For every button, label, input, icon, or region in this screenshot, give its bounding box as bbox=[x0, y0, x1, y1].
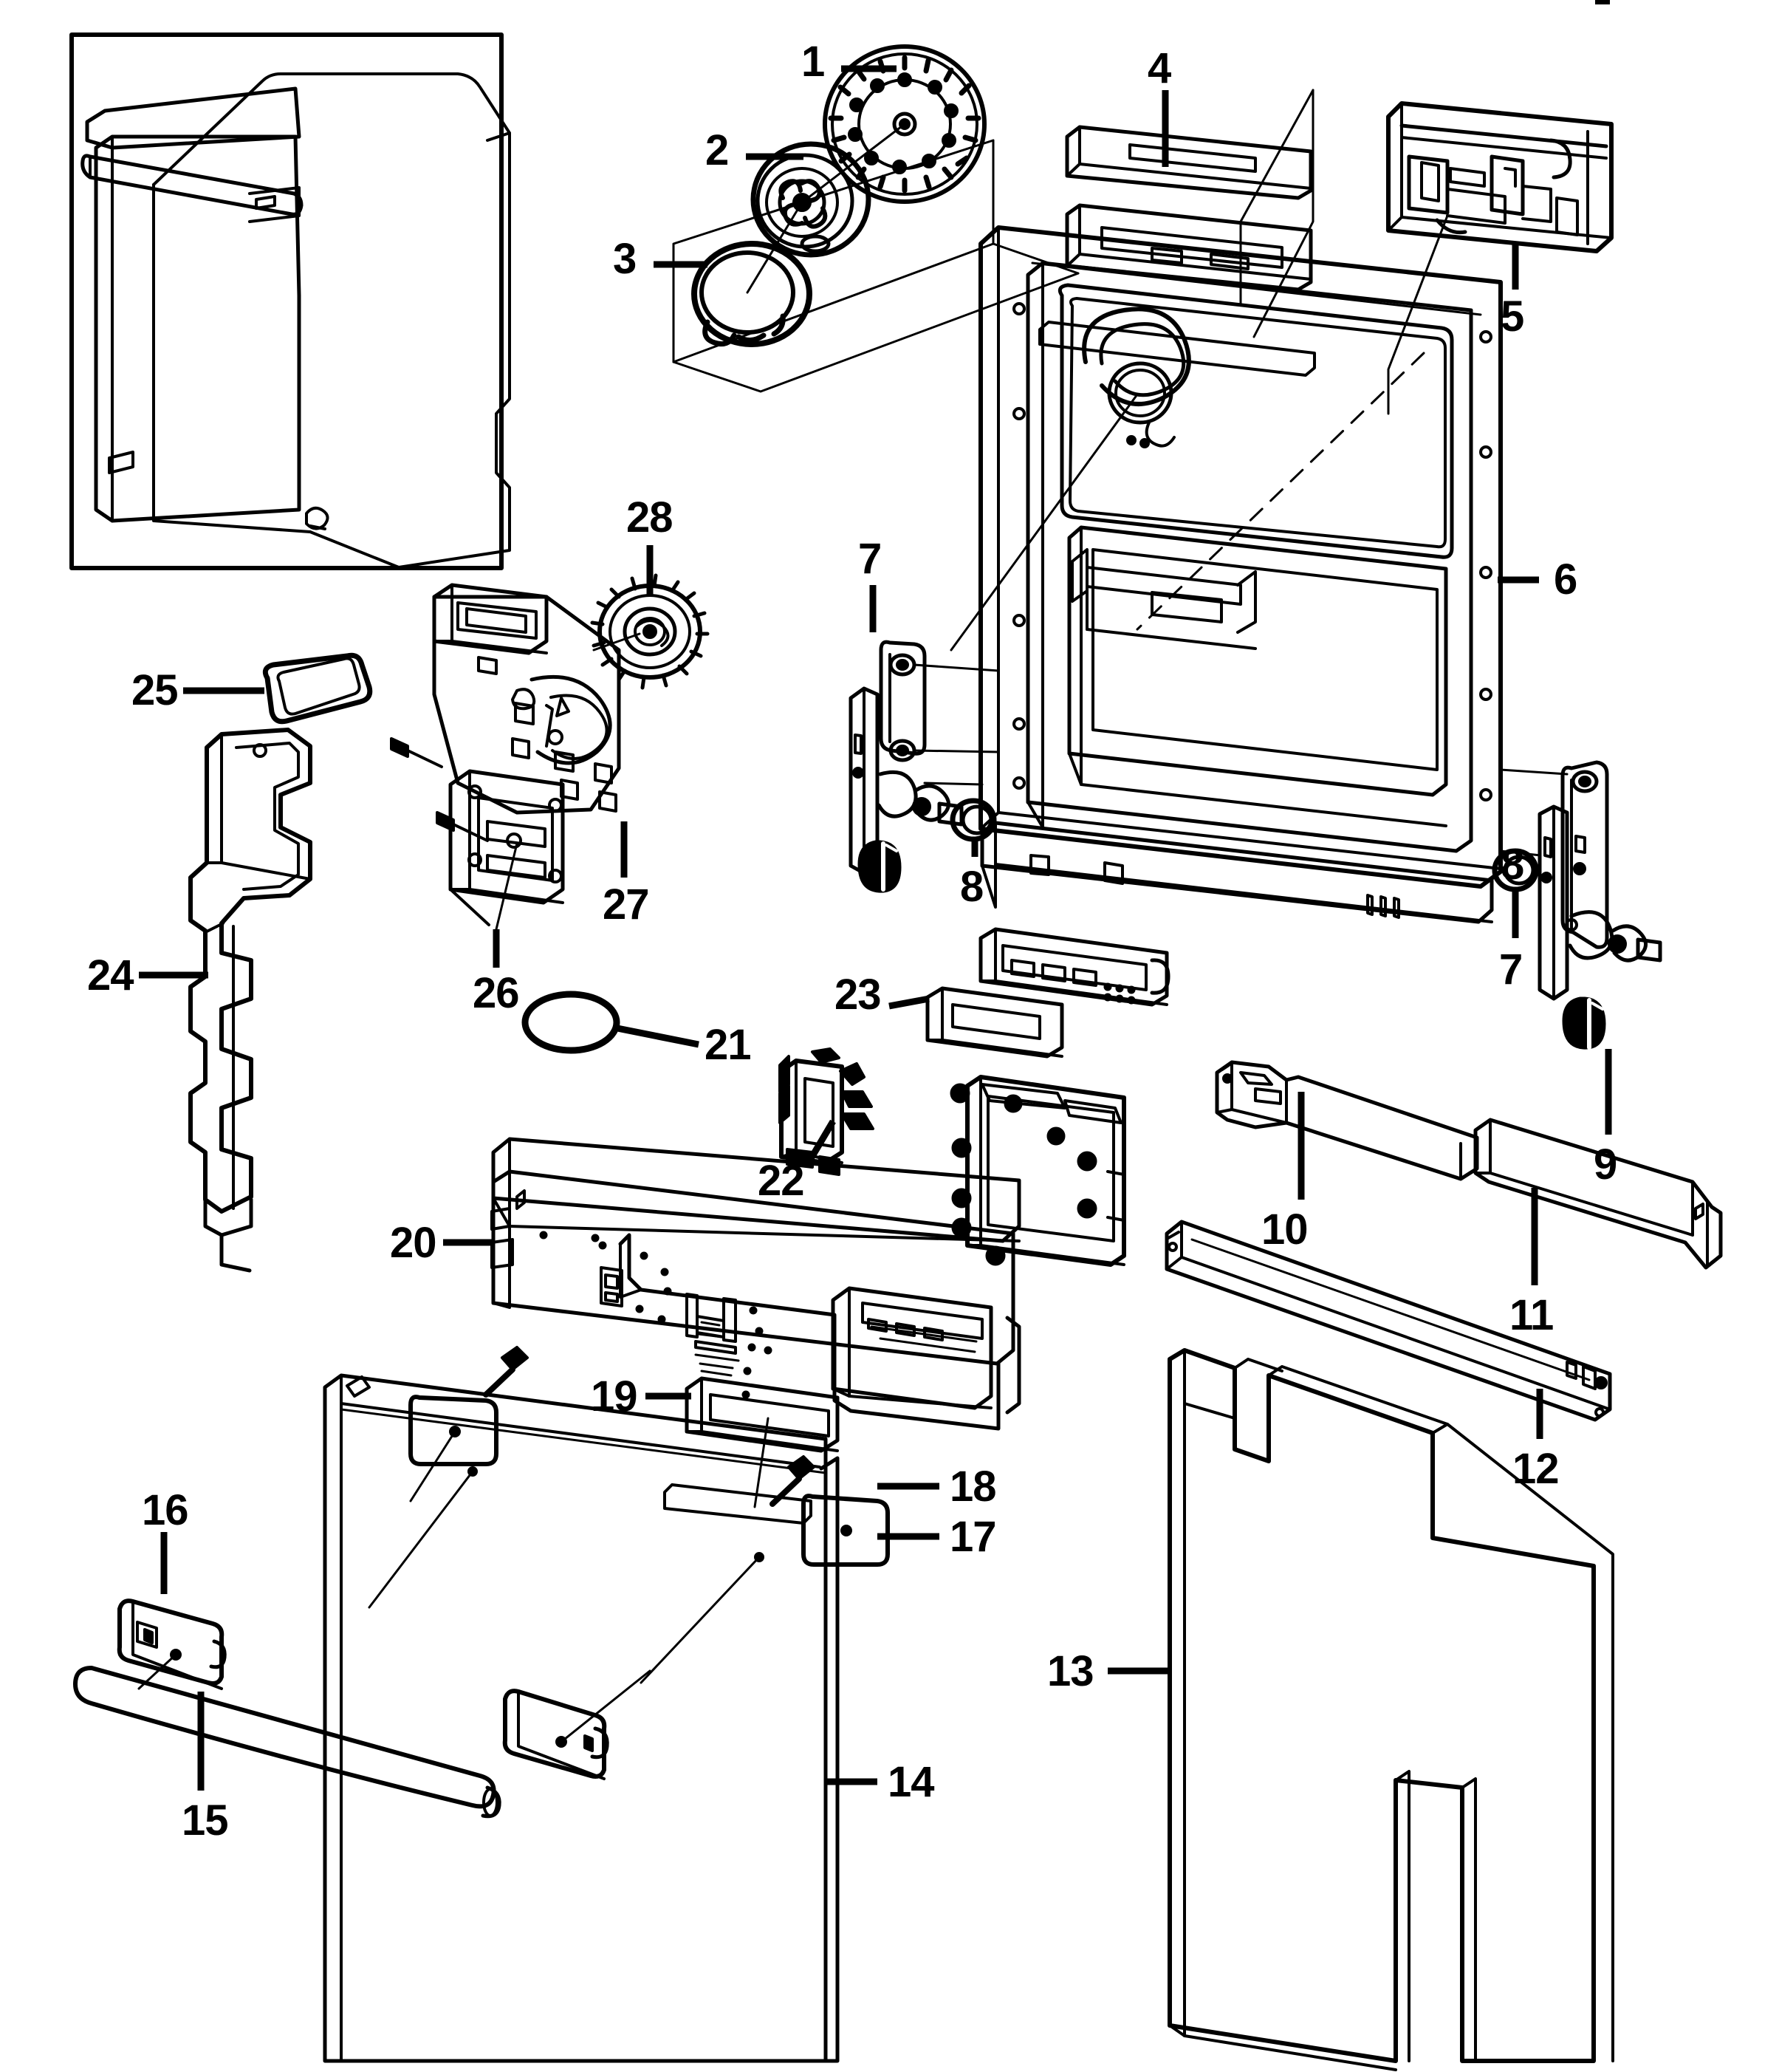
part-12-bottom-trim-rail bbox=[1165, 1220, 1612, 1422]
callout-13[interactable]: 13 bbox=[1047, 1647, 1094, 1695]
callout-16[interactable]: 16 bbox=[142, 1486, 189, 1534]
callout-2[interactable]: 2 bbox=[705, 126, 729, 174]
callout-25[interactable]: 25 bbox=[131, 666, 179, 714]
callout-14[interactable]: 14 bbox=[888, 1758, 935, 1806]
callout-20[interactable]: 20 bbox=[390, 1219, 437, 1267]
callout-10[interactable]: 10 bbox=[1261, 1206, 1309, 1254]
part-5-door-latch bbox=[1386, 101, 1614, 253]
callout-4[interactable]: 4 bbox=[1148, 44, 1171, 92]
part-27-vent-fan-motor bbox=[390, 583, 641, 842]
part-24-vent-channel bbox=[188, 728, 312, 1273]
part-13-side-panel bbox=[1168, 1348, 1614, 2071]
part-10-cable-guide-arm bbox=[1215, 1060, 1479, 1181]
part-18-mounting-screws bbox=[483, 1346, 815, 1507]
callout-5[interactable]: 5 bbox=[1501, 293, 1524, 341]
callout-7-left[interactable]: 7 bbox=[858, 535, 882, 583]
callout-27[interactable]: 27 bbox=[603, 881, 650, 929]
callout-8-left[interactable]: 8 bbox=[960, 863, 984, 911]
callout-9[interactable]: 9 bbox=[1594, 1141, 1617, 1189]
callout-7-right[interactable]: 7 bbox=[1499, 946, 1523, 994]
projection-lines-pump bbox=[672, 123, 1080, 393]
callout-19[interactable]: 19 bbox=[591, 1372, 638, 1420]
part-1-filter-disc bbox=[823, 44, 987, 204]
callout-15[interactable]: 15 bbox=[182, 1796, 229, 1844]
callout-21[interactable]: 21 bbox=[705, 1021, 752, 1069]
part-21-o-ring bbox=[521, 991, 620, 1054]
callout-11[interactable]: 11 bbox=[1509, 1291, 1554, 1339]
callout-8-right[interactable]: 8 bbox=[1501, 841, 1524, 889]
part-11-side-trim-rail bbox=[1473, 1118, 1723, 1270]
callout-12[interactable]: 12 bbox=[1512, 1445, 1560, 1493]
callout-28[interactable]: 28 bbox=[626, 493, 673, 541]
part-19-vent-trim-insert bbox=[685, 1376, 840, 1508]
part-22-door-switch bbox=[778, 1047, 874, 1176]
callout-22[interactable]: 22 bbox=[758, 1157, 805, 1205]
callout-6[interactable]: 6 bbox=[1554, 555, 1577, 604]
part-20-control-panel bbox=[490, 1137, 1021, 1431]
inset-assembled-unit bbox=[69, 33, 511, 570]
control-board-housing bbox=[950, 1075, 1126, 1267]
top-edge-crop-mark bbox=[1595, 0, 1610, 4]
part-8-bushing-left bbox=[950, 798, 997, 842]
callout-18[interactable]: 18 bbox=[950, 1463, 997, 1511]
part-6-inner-door-panel bbox=[950, 225, 1503, 924]
part-2-impeller bbox=[750, 141, 871, 258]
part-7-hinge-bracket-left bbox=[849, 640, 1000, 893]
part-17-hinge-cover-caps bbox=[408, 1395, 890, 1567]
callout-3[interactable]: 3 bbox=[613, 235, 637, 283]
projection-lines-latch bbox=[1239, 89, 1449, 415]
callout-23[interactable]: 23 bbox=[834, 971, 882, 1019]
part-16-handle-end-caps bbox=[117, 1599, 651, 1780]
callout-1[interactable]: 1 bbox=[801, 38, 825, 86]
part-23-vent-duct-trim bbox=[925, 927, 1170, 1059]
part-4-upper-brackets bbox=[1065, 125, 1313, 292]
part-3-sump-gasket bbox=[691, 241, 812, 347]
part-25-vent-gasket bbox=[262, 652, 373, 725]
part-26-vent-fan-bracket bbox=[448, 769, 565, 931]
part-7-hinge-bracket-right bbox=[1492, 760, 1662, 1050]
callout-24[interactable]: 24 bbox=[87, 951, 134, 999]
callout-17[interactable]: 17 bbox=[950, 1513, 997, 1561]
part-15-handle-bar bbox=[73, 1666, 501, 1819]
callout-leaders bbox=[139, 65, 1612, 1791]
callout-26[interactable]: 26 bbox=[473, 969, 520, 1017]
part-14-outer-door-panel bbox=[323, 1373, 840, 2063]
